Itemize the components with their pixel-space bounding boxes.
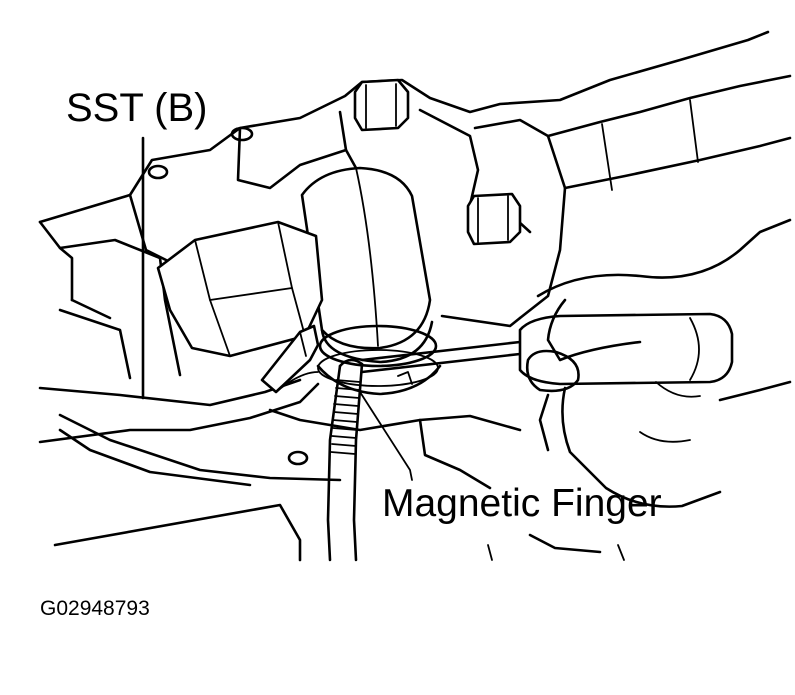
sst-b-label: SST (B) — [66, 86, 208, 130]
engine-housing — [38, 30, 792, 380]
camshaft-cap — [300, 166, 434, 364]
lower-housing — [53, 408, 625, 562]
sst-b-tool — [38, 136, 320, 444]
bolt-top-left — [353, 78, 410, 132]
magnetic-finger-label: Magnetic Finger — [382, 482, 662, 525]
bolt-holes — [147, 126, 309, 466]
screwdriver — [360, 312, 734, 386]
bolt-top-right — [466, 192, 522, 246]
figure-code: G02948793 — [40, 597, 150, 620]
hand — [525, 218, 792, 508]
magnetic-finger-tool — [326, 358, 413, 562]
bearing-ring — [316, 324, 442, 396]
hex-nut — [156, 220, 324, 358]
